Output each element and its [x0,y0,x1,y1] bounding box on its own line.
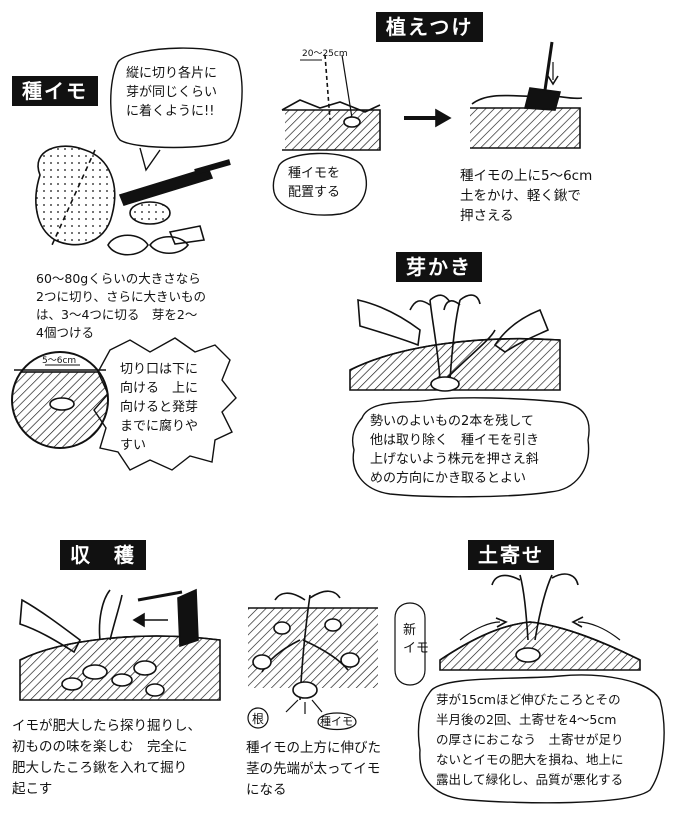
hilling-bubble-text: 芽が15cmほど伸びたころとその 半月後の2回、土寄せを4～5cm の厚さにおこ… [436,692,624,787]
new-potato-label: 新 イモ [403,623,430,656]
root-structure-drawing [247,590,426,731]
harvest-drawing [19,588,221,701]
root-label: 根 [252,712,265,726]
section-title-uetsuke: 植えつけ [376,12,484,42]
planting-depth-circle [11,337,237,471]
place-seed-bubble-text: 種イモを 配置する [288,166,341,200]
depth-label: 5～6cm [42,356,77,366]
hilling-drawing [417,573,665,804]
section-title-megaki: 芽かき [396,252,482,282]
section-title-tane-imo: 種イモ [12,76,98,106]
planting-drawings [272,41,583,216]
thinning-bubble-text: 勢いのよいもの2本を残して 他は取り除く 種イモを引き 上げないよう株元を押さえ… [370,414,540,486]
seed-potato-drawing [35,47,243,256]
sprout-thinning-drawing [349,294,590,498]
section-title-tsuchiyose: 土寄せ [468,540,554,570]
seed-potato-label: 種イモ [320,715,353,728]
seed-size-description: 60～80gくらいの大きさなら 2つに切り、さらに大きいもの は、3～4つに切る… [36,271,206,340]
cut-face-bubble-text: 切り口は下に 向ける 上に 向けると発芽 までに腐りや すい [120,362,199,453]
planting-description: 種イモの上に5～6cm 土をかけ、軽く鍬で 押さえる [460,168,593,224]
seed-cut-bubble-text: 縦に切り各片に 芽が同じくらい に着くように!! [126,66,218,119]
section-title-shukaku: 収 穫 [60,540,146,570]
tuber-formation-description: 種イモの上方に伸びた 茎の先端が太ってイモ になる [246,740,381,798]
harvest-description: イモが肥大したら探り掘りし、 初ものの味を楽しむ 完全に 肥大したころ鍬を入れて… [12,718,201,797]
spacing-label: 20～25cm [302,49,348,59]
